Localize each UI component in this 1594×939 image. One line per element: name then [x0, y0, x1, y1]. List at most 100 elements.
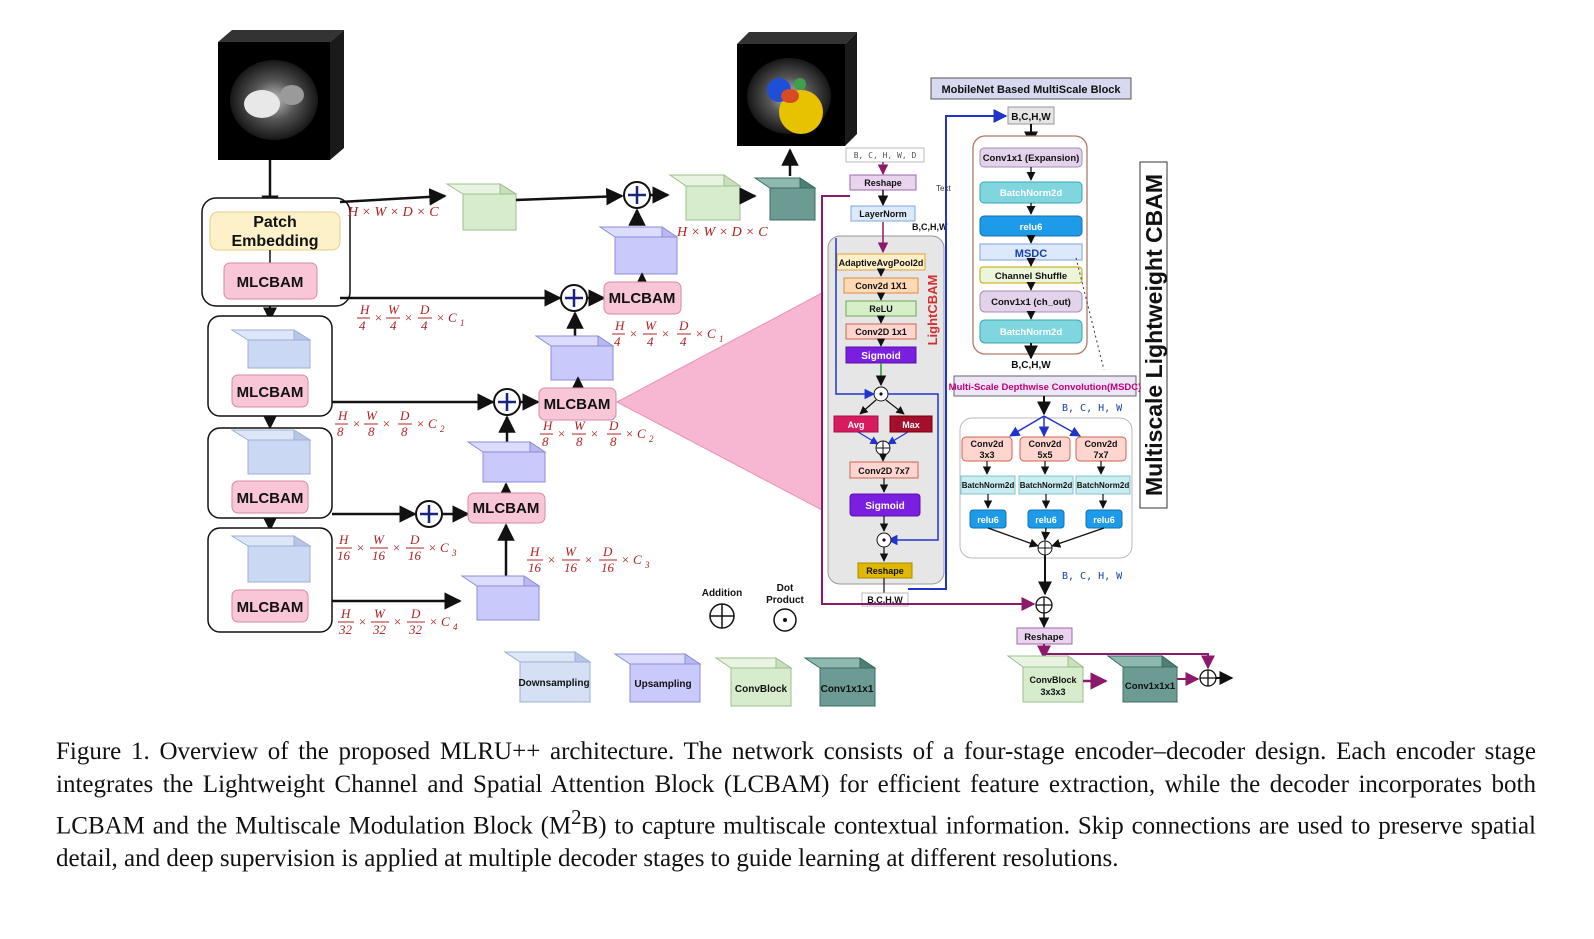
svg-text:B,C,H,W: B,C,H,W	[1011, 112, 1051, 123]
svg-text:32: 32	[338, 622, 353, 637]
mlcbam-dec-1-label: MLCBAM	[609, 290, 676, 307]
svg-text:W: W	[374, 606, 386, 621]
mlcbam-enc-3-label: MLCBAM	[237, 599, 304, 616]
svg-text:× C: × C	[621, 552, 642, 567]
svg-text:W: W	[366, 408, 378, 423]
legend-dot-product: Dot Product	[766, 583, 805, 632]
lightcbam-input-shape: B, C, H, W, D	[854, 151, 917, 160]
svg-text:32: 32	[408, 622, 423, 637]
msdc-title: Multi-Scale Depthwise Convolution(MSDC)	[949, 382, 1142, 393]
mlcbam-dec-2-label: MLCBAM	[544, 396, 611, 413]
msdc-add-node	[1037, 540, 1053, 556]
svg-text:ReLU: ReLU	[869, 304, 893, 314]
msb-output-add-node	[1199, 669, 1217, 687]
svg-text:×: ×	[661, 326, 670, 341]
svg-text:4: 4	[680, 334, 687, 349]
downsampling-cube-2	[230, 429, 312, 475]
svg-text:4: 4	[647, 334, 654, 349]
svg-text:3x3: 3x3	[979, 450, 994, 460]
lightcbam-output-shape: B,C,H,W	[867, 595, 903, 605]
svg-text:Conv1x1x1: Conv1x1x1	[1125, 681, 1176, 692]
output-segmentation-volume	[737, 32, 857, 146]
svg-text:16: 16	[528, 560, 542, 575]
final-add-node	[1035, 596, 1053, 614]
residual-path	[821, 195, 1036, 611]
svg-text:Conv2d: Conv2d	[1028, 439, 1061, 449]
lightcbam-output-shape-box	[861, 592, 909, 607]
svg-text:×: ×	[393, 614, 402, 629]
svg-text:MSDC: MSDC	[1015, 248, 1047, 260]
mlcbam-enc-2	[231, 480, 309, 514]
svg-text:Conv2d: Conv2d	[970, 439, 1003, 449]
msb-title: MobileNet Based MultiScale Block	[941, 84, 1121, 96]
msdc-zoom-line	[1075, 257, 1105, 371]
svg-text:Conv1x1x1: Conv1x1x1	[821, 684, 874, 695]
svg-text:relu6: relu6	[1093, 515, 1115, 525]
svg-text:W: W	[565, 544, 577, 559]
svg-text:×: ×	[404, 310, 413, 325]
svg-text:BatchNorm2d: BatchNorm2d	[1000, 188, 1062, 199]
addition-node-top	[623, 181, 651, 209]
lightcbam-input-shape-box	[845, 147, 925, 163]
msdc-bchw-mono-1: B, C, H, W	[1062, 403, 1123, 414]
dim-stage-3-decoder: H 16 × W 16 × D 16 × C 3	[527, 544, 650, 575]
svg-text:Downsampling: Downsampling	[518, 678, 589, 689]
svg-text:×: ×	[358, 614, 367, 629]
svg-text:×: ×	[374, 310, 383, 325]
svg-text:W: W	[574, 418, 586, 433]
upsampling-cube-bottom	[460, 575, 541, 621]
svg-text:× C: × C	[695, 326, 716, 341]
msb-convblock-3x3x3: ConvBlock 3x3x3	[1006, 655, 1085, 703]
dim-stage-4-encoder: H 32 × W 32 × D 32 × C 4	[338, 606, 458, 637]
msb-bchw-out: B,C,H,W	[1011, 360, 1051, 371]
svg-text:BatchNorm2d: BatchNorm2d	[1020, 481, 1073, 490]
svg-text:D: D	[608, 418, 619, 433]
svg-text:BatchNorm2d: BatchNorm2d	[962, 481, 1015, 490]
svg-text:× C: × C	[436, 310, 457, 325]
svg-text:1: 1	[719, 334, 724, 344]
mlcbam-enc-3	[231, 589, 309, 623]
lightcbam-bchw-1: B,C,H,W	[912, 222, 948, 232]
svg-text:7x7: 7x7	[1093, 450, 1108, 460]
svg-text:Conv1x1 (ch_out): Conv1x1 (ch_out)	[991, 297, 1071, 308]
legend-addition: Addition	[702, 588, 742, 629]
svg-text:Channel Shuffle: Channel Shuffle	[995, 271, 1067, 282]
svg-text:8: 8	[576, 434, 583, 449]
svg-text:BatchNorm2d: BatchNorm2d	[1000, 327, 1062, 338]
svg-text:8: 8	[401, 424, 408, 439]
svg-text:H: H	[614, 318, 625, 333]
svg-text:Sigmoid: Sigmoid	[861, 351, 900, 362]
svg-text:D: D	[678, 318, 689, 333]
dim-stage-2-decoder: H 8 × W 8 × D 8 × C 2	[540, 418, 654, 449]
svg-text:Conv2d 1X1: Conv2d 1X1	[855, 281, 907, 291]
mlcbam-dec-3-label: MLCBAM	[473, 500, 540, 517]
mlcbam-enc-0	[223, 262, 318, 300]
svg-text:Upsampling: Upsampling	[634, 679, 691, 690]
svg-text:× C: × C	[429, 614, 450, 629]
svg-text:8: 8	[542, 434, 549, 449]
patch-embedding-label-2: Embedding	[231, 233, 318, 250]
patch-embedding-block	[209, 211, 341, 251]
svg-text:Product: Product	[766, 595, 804, 606]
msb-title-box	[930, 77, 1132, 100]
svg-text:D: D	[410, 606, 421, 621]
legend-downsampling: Downsampling	[503, 651, 592, 703]
svg-text:3: 3	[644, 560, 650, 570]
input-ct-volume	[218, 30, 344, 160]
svg-text:8: 8	[337, 424, 344, 439]
msb-conv1x1x1: Conv1x1x1	[1106, 655, 1179, 703]
svg-text:4: 4	[421, 318, 428, 333]
dim-stage-3-encoder: H 16 × W 16 × D 16 × C 3	[336, 532, 457, 563]
svg-text:16: 16	[337, 548, 351, 563]
svg-text:Reshape: Reshape	[864, 178, 902, 188]
svg-text:Conv2D 7x7: Conv2D 7x7	[858, 466, 910, 476]
upsampling-cube-3	[466, 441, 547, 483]
msdc-bchw-mono-2: B, C, H, W	[1062, 571, 1123, 582]
lightcbam-avg	[833, 415, 879, 433]
svg-text:×: ×	[590, 426, 599, 441]
lightcbam-max	[889, 415, 933, 433]
svg-text:4: 4	[359, 318, 366, 333]
svg-text:2: 2	[649, 434, 654, 444]
svg-text:H: H	[359, 302, 370, 317]
svg-text:Reshape: Reshape	[866, 566, 904, 576]
